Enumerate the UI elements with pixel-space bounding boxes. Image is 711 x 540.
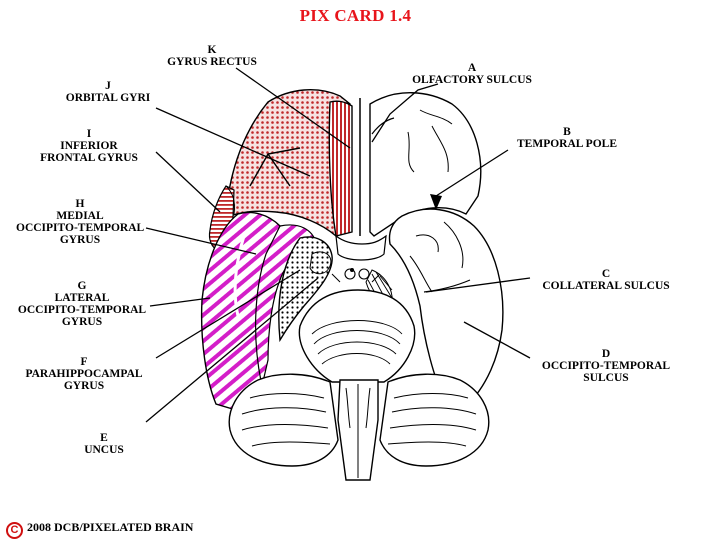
left-gyrus-rectus xyxy=(328,100,353,237)
label-E: E UNCUS xyxy=(84,432,124,456)
label-J: J ORBITAL GYRI xyxy=(65,80,151,104)
left-uncus xyxy=(309,251,332,275)
label-K: K GYRUS RECTUS xyxy=(167,44,257,68)
leader-D xyxy=(463,321,531,359)
right-temporal-lobe xyxy=(388,208,504,403)
leader-E xyxy=(145,277,319,423)
copyright-notice: C 2008 DCB/PIXELATED BRAIN xyxy=(6,520,193,539)
label-C: C COLLATERAL SULCUS xyxy=(542,268,670,292)
cerebellum-right xyxy=(379,373,490,467)
label-A: A OLFACTORY SULCUS xyxy=(412,62,532,86)
label-B: B TEMPORAL POLE xyxy=(517,126,617,150)
label-H: H MEDIAL OCCIPITO-TEMPORAL GYRUS xyxy=(16,198,145,246)
leader-I xyxy=(155,151,221,213)
card-title: PIX CARD 1.4 xyxy=(299,6,412,25)
pons xyxy=(298,289,416,383)
leader-J xyxy=(155,107,311,177)
leader-G xyxy=(149,297,211,307)
arrowhead-B xyxy=(430,194,442,210)
optic-chiasm xyxy=(335,234,387,261)
leader-H xyxy=(145,227,257,255)
copyright-text: 2008 DCB/PIXELATED BRAIN xyxy=(27,520,194,534)
cerebellum-left xyxy=(228,373,339,467)
label-I: I INFERIOR FRONTAL GYRUS xyxy=(40,128,138,164)
leader-F xyxy=(155,269,301,359)
right-olfactory-sulcus xyxy=(371,117,395,135)
leader-A xyxy=(371,83,439,143)
label-G: G LATERAL OCCIPITO-TEMPORAL GYRUS xyxy=(17,280,147,328)
leader-B xyxy=(435,149,509,197)
label-F: F PARAHIPPOCAMPAL GYRUS xyxy=(25,356,143,392)
leader-K xyxy=(235,67,351,149)
mammillary-body-right xyxy=(358,268,370,280)
label-D: D OCCIPITO-TEMPORAL SULCUS xyxy=(541,348,671,384)
copyright-icon: C xyxy=(6,522,23,539)
leader-C xyxy=(425,277,531,293)
